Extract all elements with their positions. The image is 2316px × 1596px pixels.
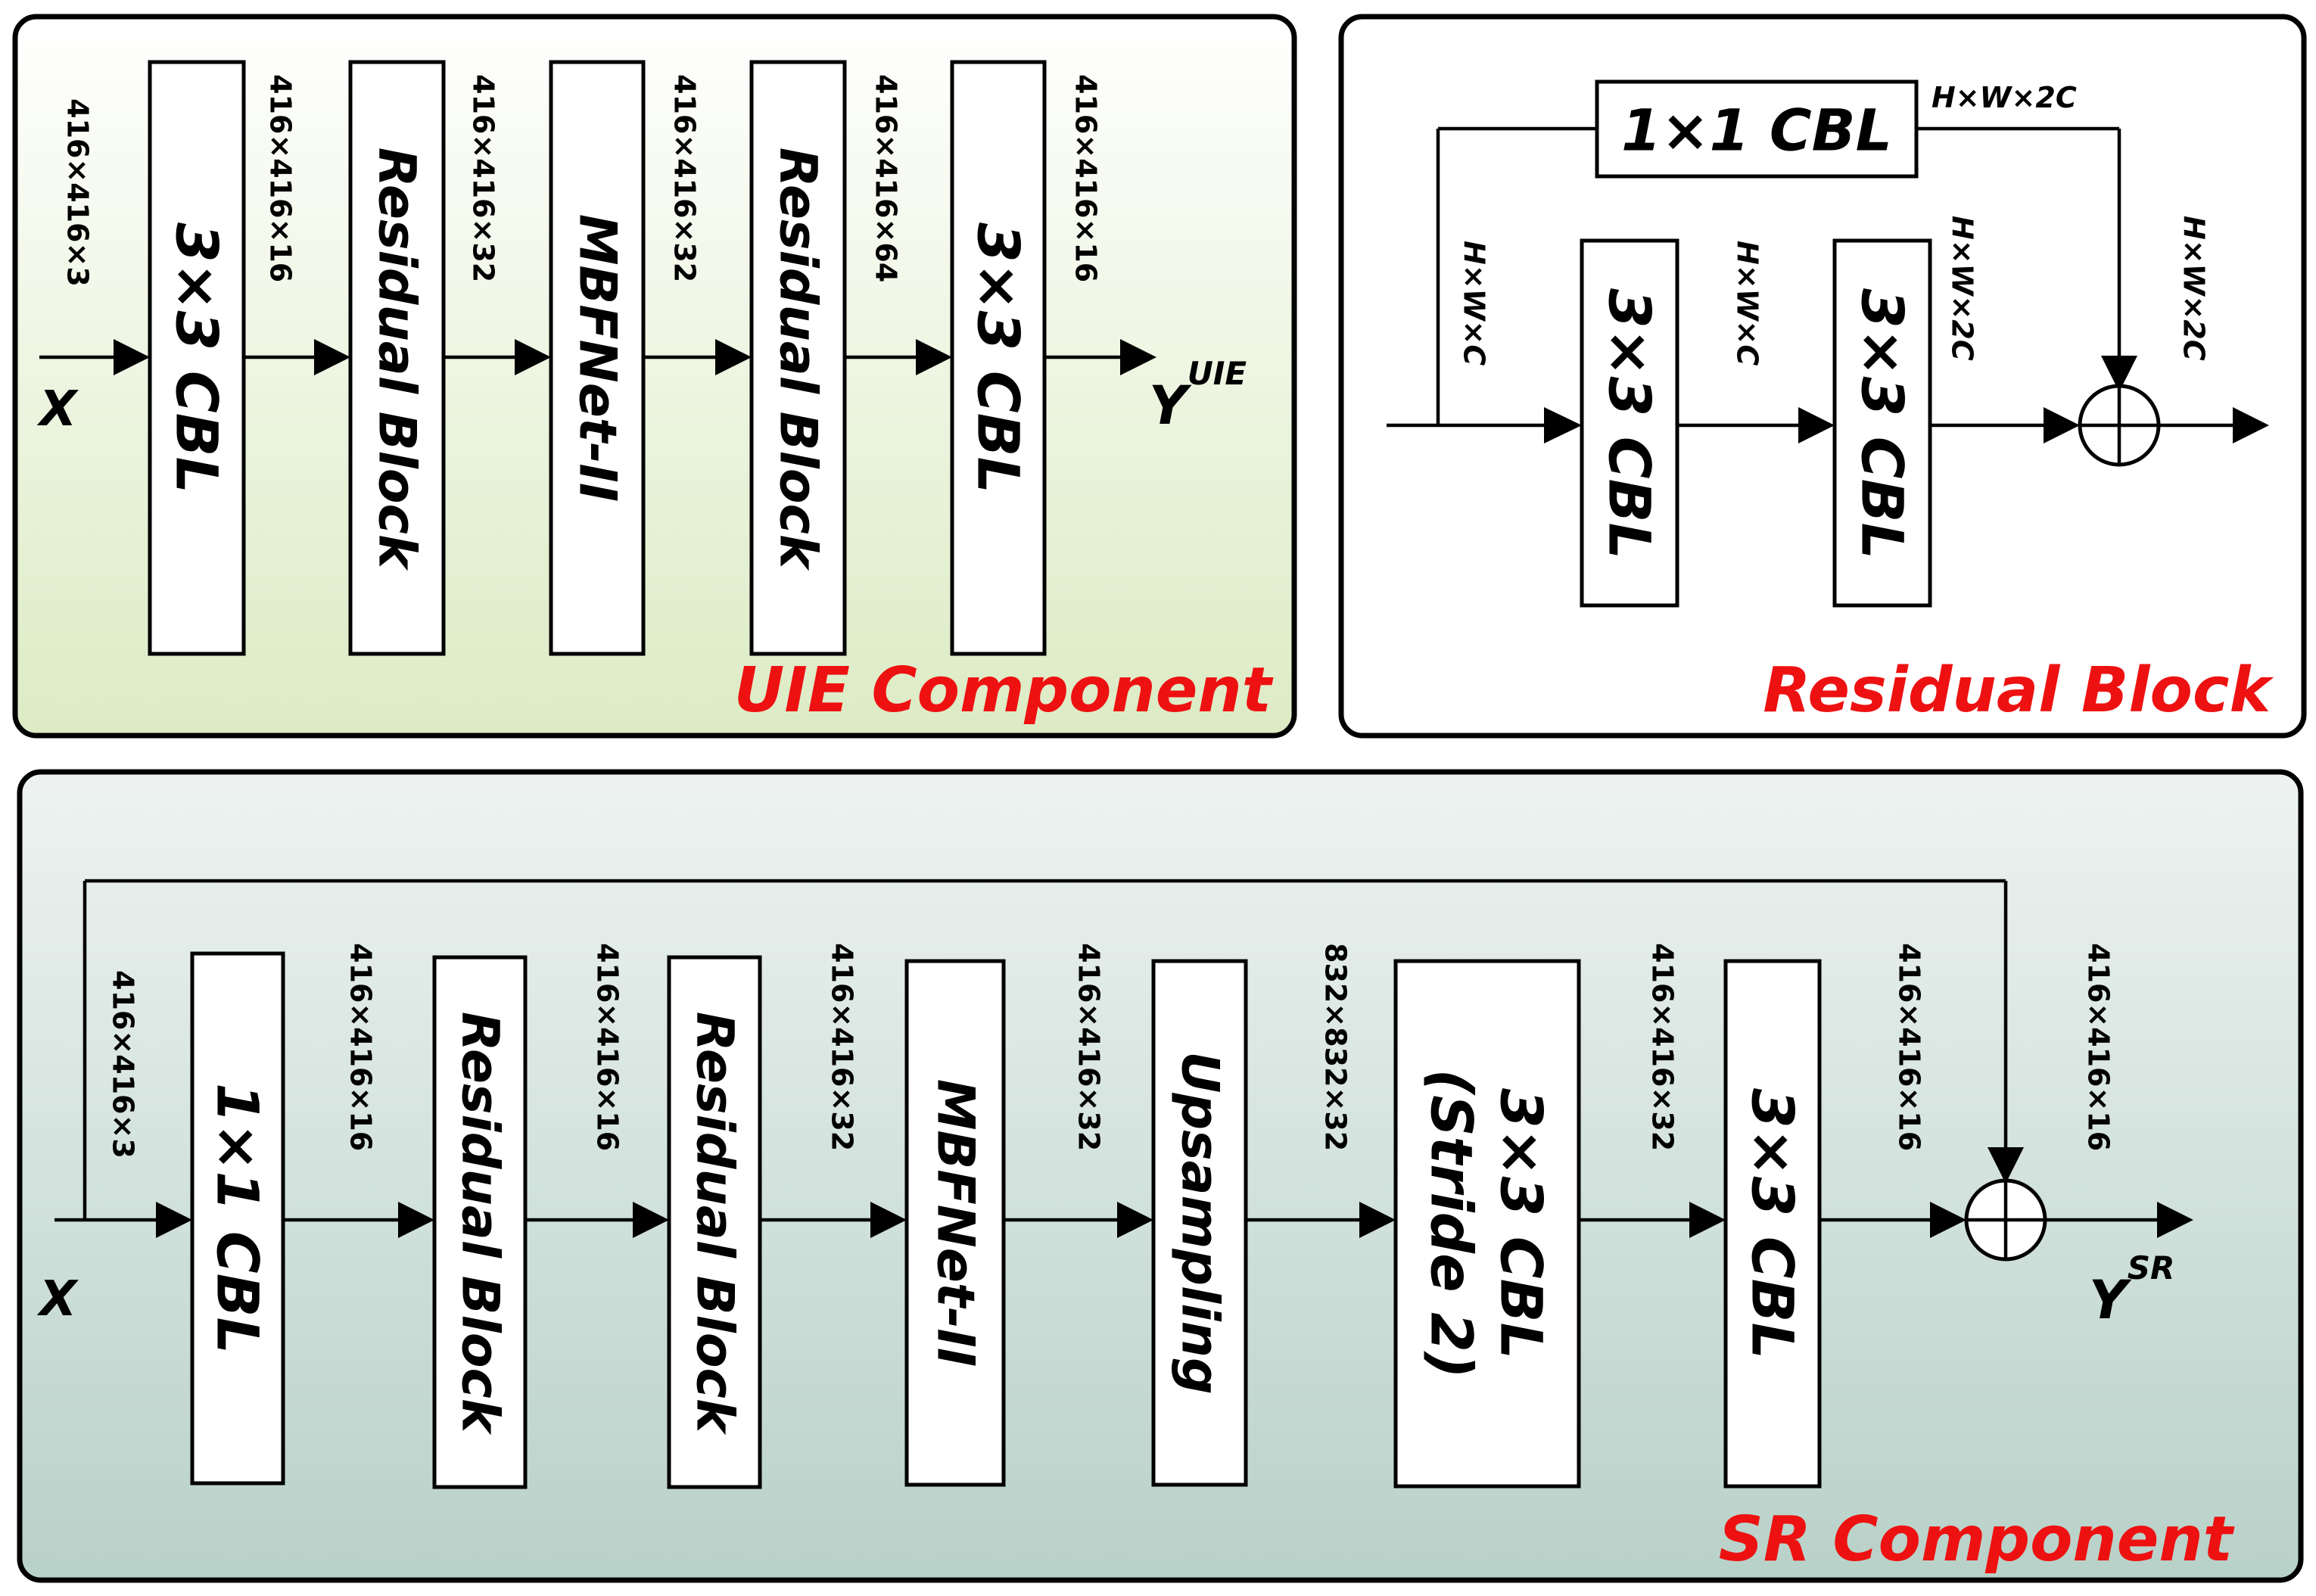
uie-flow-arrows xyxy=(39,339,1156,375)
residual-block-1-label: 3×3 CBL xyxy=(1596,288,1664,559)
residual-dim-1: H×W×C xyxy=(1458,241,1491,366)
sr-block-6: 3×3 CBL (Stride 2) xyxy=(1393,959,1581,1489)
residual-add-node xyxy=(2078,384,2161,467)
sr-skip-connection xyxy=(82,879,2024,1220)
residual-shortcut: 1×1 CBL H×W×2C xyxy=(1436,79,2137,425)
sr-dim-8: 416×416×16 xyxy=(1893,943,1926,1151)
sr-block-3-label: Residual Block xyxy=(685,1012,745,1436)
sr-dim-2: 416×416×16 xyxy=(344,943,378,1151)
residual-block-panel: 1×1 CBL H×W×2C 3×3 CBL 3×3 CBL H×W×C H×W… xyxy=(1338,14,2307,739)
sr-block-7-label: 3×3 CBL xyxy=(1739,1088,1807,1359)
uie-block-2: Residual Block xyxy=(348,60,446,656)
sr-dim-7: 416×416×32 xyxy=(1646,943,1679,1151)
sr-block-6-stride-note: (Stride 2) xyxy=(1418,1069,1486,1378)
residual-dim-4: H×W×2C xyxy=(2177,216,2211,361)
sr-dim-9: 416×416×16 xyxy=(2082,943,2115,1151)
sr-input-label: X xyxy=(36,1271,79,1327)
uie-block-1-label: 3×3 CBL xyxy=(163,222,231,493)
residual-shortcut-block-label: 1×1 CBL xyxy=(1621,97,1892,164)
sr-block-4: MBFNet-II xyxy=(904,959,1006,1487)
sr-block-5-label: Upsampling xyxy=(1170,1051,1230,1395)
residual-block-1: 3×3 CBL xyxy=(1580,238,1679,608)
uie-block-2-label: Residual Block xyxy=(367,148,427,571)
sr-dim-6: 832×832×32 xyxy=(1319,943,1353,1151)
uie-input-label: X xyxy=(36,381,79,437)
uie-component-panel: X YUIE 3×3 CBL Residual Block MBFNet-II … xyxy=(12,14,1297,739)
uie-block-4-label: Residual Block xyxy=(768,148,828,571)
sr-block-2: Residual Block xyxy=(432,955,528,1489)
sr-dim-5: 416×416×32 xyxy=(1072,943,1106,1151)
uie-block-5: 3×3 CBL xyxy=(950,60,1047,656)
uie-dim-2: 416×416×16 xyxy=(264,74,297,282)
sr-block-5: Upsampling xyxy=(1151,959,1248,1487)
uie-dim-5: 416×416×64 xyxy=(870,74,903,282)
uie-block-4: Residual Block xyxy=(749,60,847,656)
uie-dim-3: 416×416×32 xyxy=(467,74,500,282)
uie-dim-6: 416×416×16 xyxy=(1069,74,1103,282)
sr-block-1: 1×1 CBL xyxy=(190,951,285,1486)
sr-block-4-label: MBFNet-II xyxy=(926,1079,985,1367)
sr-block-2-label: Residual Block xyxy=(450,1012,510,1436)
sr-add-node xyxy=(1964,1178,2047,1262)
sr-dim-3: 416×416×16 xyxy=(591,943,624,1151)
residual-dim-3: H×W×2C xyxy=(1946,216,1979,361)
sr-dim-1: 416×416×3 xyxy=(107,970,140,1159)
sr-block-7: 3×3 CBL xyxy=(1723,959,1822,1489)
uie-dim-1: 416×416×3 xyxy=(61,98,95,287)
uie-component-title: UIE Component xyxy=(734,655,1274,726)
uie-block-3: MBFNet-II xyxy=(549,60,646,656)
residual-block-title: Residual Block xyxy=(1763,655,2274,726)
sr-block-1-label: 1×1 CBL xyxy=(204,1083,272,1354)
residual-block-2: 3×3 CBL xyxy=(1832,238,1932,608)
uie-block-1: 3×3 CBL xyxy=(148,60,246,656)
sr-component-title: SR Component xyxy=(1719,1504,2235,1576)
residual-shortcut-dim: H×W×2C xyxy=(1932,81,2077,114)
uie-output-label: YUIE xyxy=(1149,355,1247,437)
residual-block-2-label: 3×3 CBL xyxy=(1849,288,1916,559)
sr-block-3: Residual Block xyxy=(667,955,762,1489)
sr-block-6-label: 3×3 CBL xyxy=(1488,1088,1555,1359)
residual-dim-2: H×W×C xyxy=(1731,241,1764,366)
sr-flow-arrows xyxy=(54,1202,2193,1238)
residual-main-arrows xyxy=(1387,407,2269,443)
sr-component-panel: X YSR 1×1 CBL Residual Blo xyxy=(17,769,2304,1583)
uie-block-5-label: 3×3 CBL xyxy=(965,222,1032,493)
sr-output-label: YSR xyxy=(2089,1249,2174,1331)
uie-block-3-label: MBFNet-II xyxy=(568,214,627,502)
sr-dim-4: 416×416×32 xyxy=(826,943,859,1151)
uie-dim-4: 416×416×32 xyxy=(668,74,702,282)
